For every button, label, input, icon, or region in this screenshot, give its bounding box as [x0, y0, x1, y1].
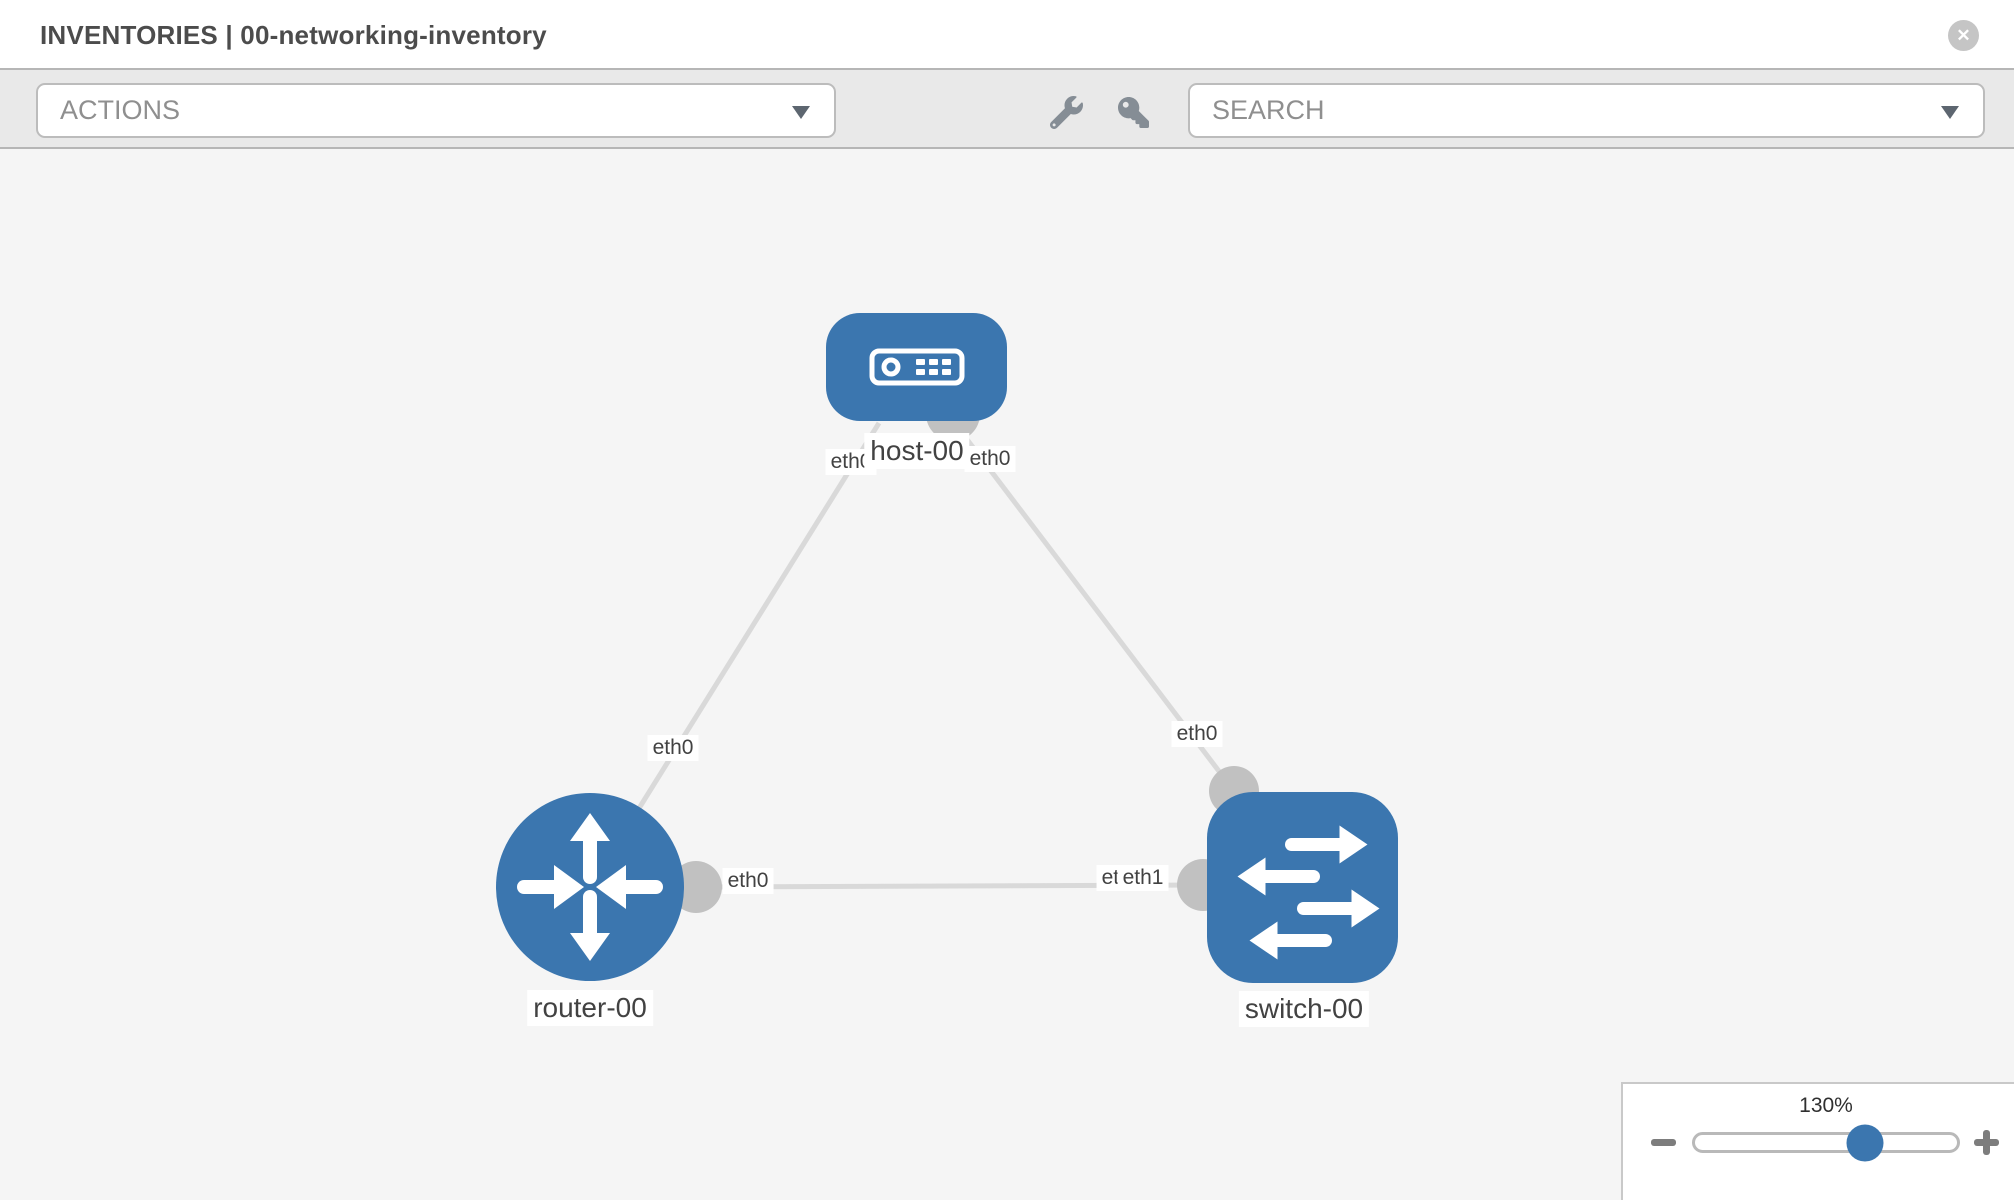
zoom-panel: 130%: [1621, 1082, 2014, 1200]
chevron-down-icon: [1941, 106, 1959, 119]
topology-canvas[interactable]: eth0 eth0 eth0 eth0 eth0 eth0 eth1 host-…: [0, 149, 2014, 1196]
search-dropdown-label: SEARCH: [1212, 95, 1325, 125]
interface-label: eth0: [722, 868, 774, 894]
zoom-in-button[interactable]: [1974, 1130, 1999, 1155]
zoom-slider-thumb[interactable]: [1846, 1124, 1884, 1161]
toolbar: ACTIONS SEARCH: [0, 70, 2014, 149]
configure-button[interactable]: [1046, 93, 1086, 131]
node-label-switch: switch-00: [1238, 991, 1370, 1027]
actions-dropdown[interactable]: ACTIONS: [36, 83, 836, 138]
host-icon: [869, 348, 964, 386]
interface-label: eth1: [1117, 865, 1169, 891]
zoom-out-button[interactable]: [1651, 1139, 1676, 1146]
credentials-button[interactable]: [1113, 93, 1153, 131]
actions-dropdown-label: ACTIONS: [60, 95, 181, 125]
zoom-slider[interactable]: [1692, 1124, 1960, 1161]
header: INVENTORIES | 00-networking-inventory ✕: [0, 0, 2014, 70]
wrench-icon: [1049, 95, 1083, 129]
interface-label: eth0: [647, 735, 699, 761]
page-title: INVENTORIES | 00-networking-inventory: [40, 20, 547, 50]
node-switch-00[interactable]: [1207, 792, 1398, 983]
chevron-down-icon: [792, 106, 810, 119]
zoom-level-label: 130%: [1799, 1094, 1853, 1117]
links-layer: [587, 387, 1259, 913]
switch-icon: [1237, 825, 1379, 959]
interface-label: eth0: [1171, 721, 1223, 747]
node-label-host: host-00: [864, 433, 970, 469]
node-router-00[interactable]: [496, 793, 684, 981]
node-host-00[interactable]: [826, 313, 1007, 421]
node-label-router: router-00: [527, 990, 653, 1026]
interface-label: eth0: [964, 446, 1016, 472]
close-icon[interactable]: ✕: [1948, 20, 1979, 51]
key-icon: [1117, 96, 1149, 128]
search-dropdown[interactable]: SEARCH: [1188, 83, 1985, 138]
router-icon: [517, 813, 663, 961]
